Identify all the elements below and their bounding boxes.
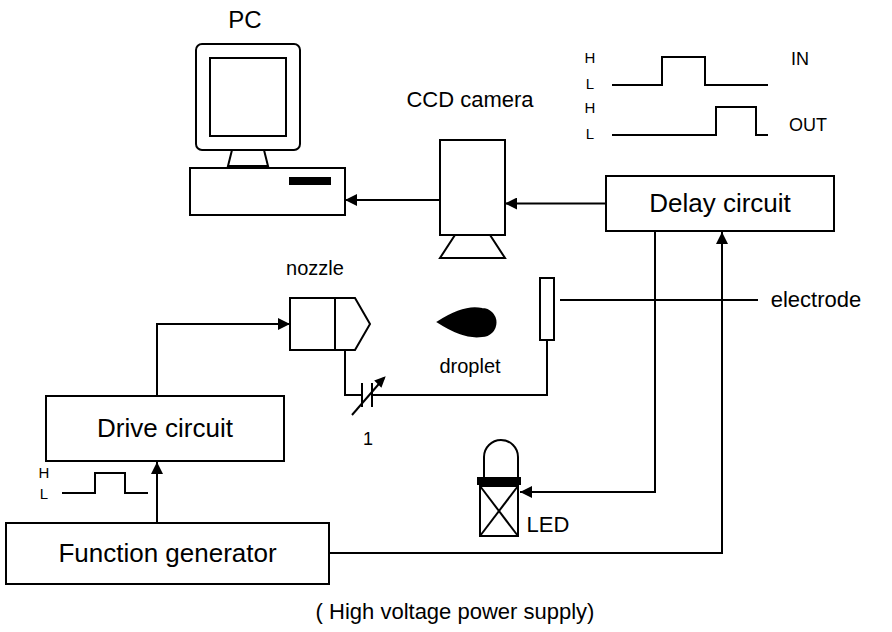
signal-pulse: [62, 473, 148, 493]
process-box: Function generator: [5, 522, 330, 585]
led-cross: [480, 486, 518, 536]
camera-icon: CCD camera: [440, 140, 505, 258]
droplet-shape: [438, 308, 496, 336]
callout-number: 1: [363, 430, 373, 450]
signal-level: H: [585, 50, 596, 67]
connector-arrow: [156, 462, 158, 522]
connector-arrow: [345, 199, 440, 201]
node-label: Drive circuit: [97, 414, 233, 443]
signal-level: L: [586, 126, 594, 143]
part-label: droplet: [439, 355, 500, 377]
led-flange: [478, 478, 520, 484]
variable-arrowhead: [376, 378, 384, 386]
electrode-plate: [540, 278, 554, 340]
signal-pulse: [612, 107, 768, 135]
part-label: electrode: [771, 288, 862, 312]
signal-level: H: [585, 100, 596, 117]
connector-arrow: [505, 203, 605, 205]
wire: [372, 340, 547, 395]
node-label: nozzle: [286, 257, 344, 279]
nozzle-tip: [335, 298, 370, 350]
node-label: Delay circuit: [649, 189, 791, 218]
signal-level: H: [39, 465, 50, 482]
led-icon: LED: [478, 440, 520, 536]
camera-body: [440, 140, 505, 235]
signal-level: L: [586, 76, 594, 93]
pc-stand: [228, 150, 268, 166]
nozzle-icon: nozzle: [290, 298, 370, 350]
led-base: [480, 486, 518, 536]
led-cross: [480, 486, 518, 536]
signal-pulse: [612, 57, 768, 85]
variable-arrow: [352, 378, 384, 415]
node-label: PC: [228, 7, 261, 33]
leader-line: [560, 299, 758, 301]
process-box: Delay circuit: [605, 175, 835, 232]
signal-name: OUT: [789, 116, 827, 136]
node-label: Function generator: [58, 539, 276, 568]
pc-monitor: [196, 44, 300, 150]
node-label: CCD camera: [406, 88, 533, 112]
node-label: LED: [527, 513, 570, 537]
led-dome: [484, 440, 518, 478]
pc-tower: [190, 168, 345, 215]
connector-arrow: [520, 232, 655, 492]
camera-lens: [440, 235, 505, 258]
pc-slot: [290, 178, 330, 184]
signal-name: IN: [791, 50, 809, 70]
connector-arrow: [157, 324, 290, 395]
pc-icon: PC: [190, 40, 345, 215]
nozzle-body: [290, 298, 335, 350]
wire: [345, 350, 362, 395]
process-box: Drive circuit: [45, 395, 285, 462]
pc-screen: [210, 58, 286, 136]
note: ( High voltage power supply): [316, 600, 595, 624]
signal-level: L: [40, 486, 48, 503]
connector-arrow: [330, 232, 722, 553]
